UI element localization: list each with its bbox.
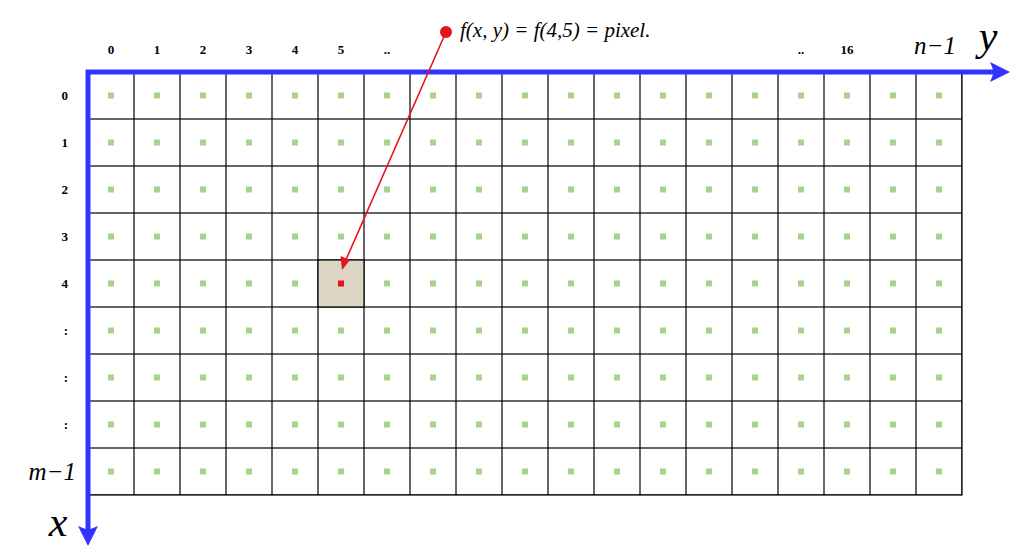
column-index: 16 — [841, 42, 854, 58]
row-index: 4 — [62, 276, 69, 292]
pixel-formula: f(x, y) = f(4,5) = pixel. — [460, 18, 650, 43]
y-axis — [86, 70, 994, 75]
last-column-index: n−1 — [914, 32, 956, 60]
column-ellipsis: .. — [384, 42, 391, 58]
row-ellipsis: : — [64, 370, 68, 386]
row-index: 1 — [62, 135, 69, 151]
leader-line — [345, 32, 446, 262]
pixel-grid — [88, 72, 962, 495]
row-index: 3 — [62, 229, 69, 245]
column-index: 3 — [246, 42, 253, 58]
leader-dot — [440, 26, 452, 38]
row-ellipsis: : — [64, 417, 68, 433]
pixel-dot — [338, 281, 344, 287]
x-axis — [86, 70, 91, 530]
column-index: 5 — [338, 42, 345, 58]
leader-arrowhead — [341, 256, 351, 270]
row-index: 2 — [62, 182, 69, 198]
axis-arrowhead — [990, 62, 1010, 82]
column-ellipsis: .. — [798, 42, 805, 58]
row-index: 0 — [62, 88, 69, 104]
last-row-index: m−1 — [29, 458, 76, 486]
column-index: 1 — [154, 42, 161, 58]
axis-arrowhead — [78, 526, 98, 546]
column-index: 0 — [108, 42, 115, 58]
row-ellipsis: : — [64, 323, 68, 339]
column-index: 4 — [292, 42, 299, 58]
column-index: 2 — [200, 42, 207, 58]
axis-label: x — [49, 498, 68, 546]
axis-label: y — [979, 12, 998, 60]
highlighted-pixel — [318, 260, 364, 307]
